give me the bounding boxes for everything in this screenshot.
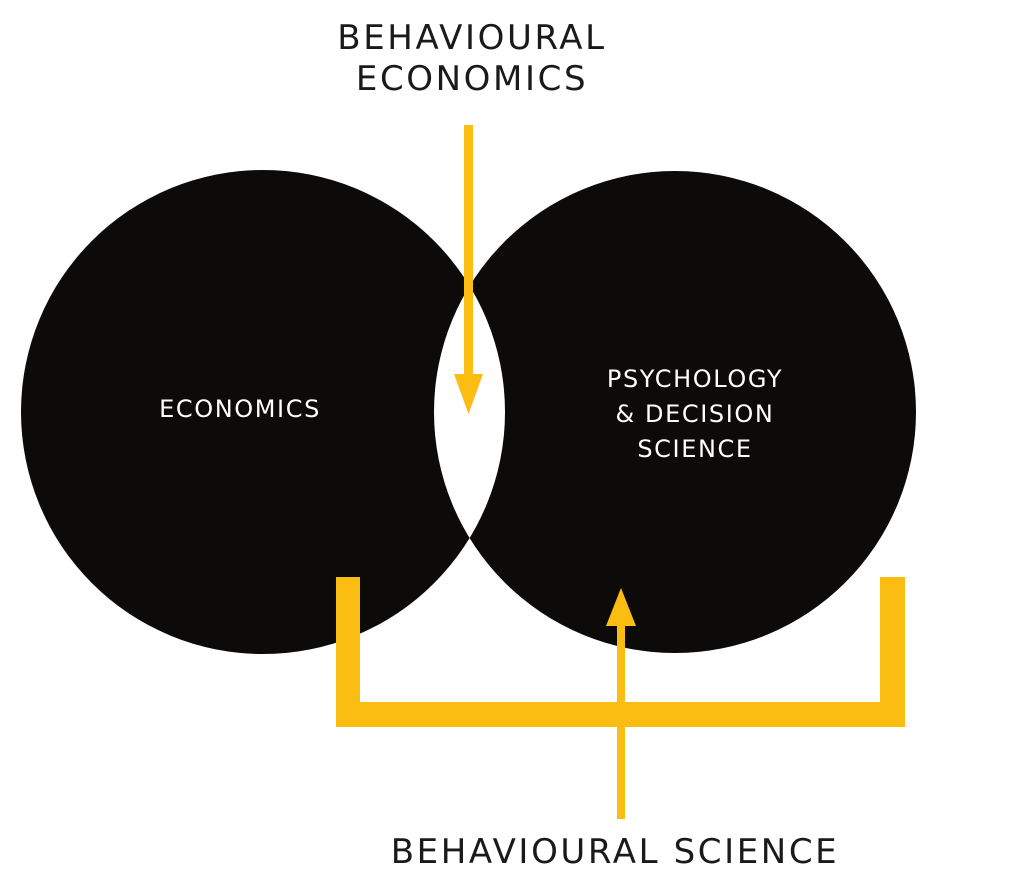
- psychology-label-line-1: PSYCHOLOGY: [606, 365, 784, 393]
- top-arrow-head: [454, 374, 483, 414]
- economics-label-text: ECONOMICS: [159, 395, 321, 423]
- psychology-label-line-2: & DECISION: [615, 399, 775, 428]
- psychology-circle: [434, 171, 916, 653]
- bottom-arrow-shaft: [617, 622, 625, 819]
- economics-circle: [21, 170, 505, 654]
- behavioural-economics-label: BEHAVIOURAL ECONOMICS: [262, 18, 682, 100]
- psychology-decision-science-label: PSYCHOLOGY & DECISION SCIENCE: [540, 362, 850, 466]
- psychology-label-line-3: SCIENCE: [637, 434, 753, 463]
- behavioural-science-label-text: BEHAVIOURAL SCIENCE: [390, 832, 840, 872]
- behavioural-economics-label-line-1: BEHAVIOURAL: [337, 18, 607, 58]
- economics-label: ECONOMICS: [100, 395, 380, 424]
- behavioural-economics-label-line-2: ECONOMICS: [355, 58, 589, 99]
- top-arrow-shaft: [464, 125, 473, 383]
- bottom-arrow-head: [606, 588, 636, 626]
- behavioural-science-label: BEHAVIOURAL SCIENCE: [330, 832, 900, 872]
